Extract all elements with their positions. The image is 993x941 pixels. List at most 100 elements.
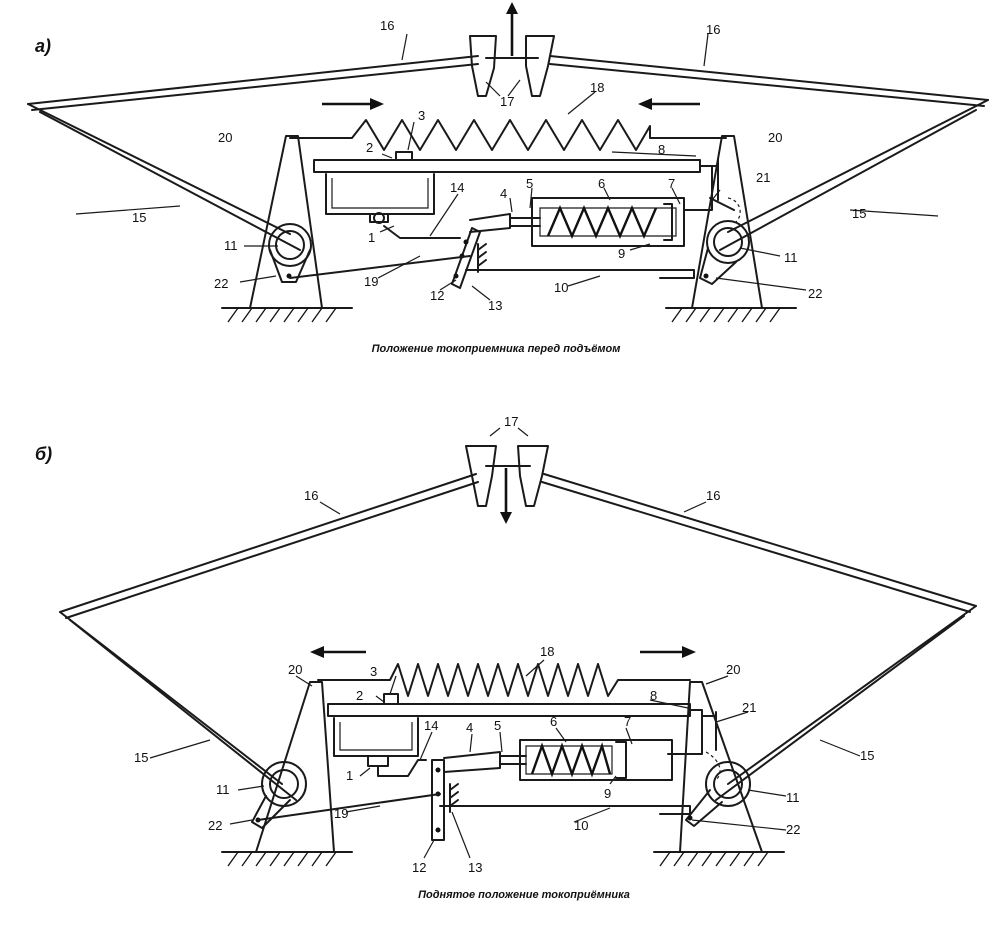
label-b-8: 8 bbox=[650, 688, 657, 703]
caption-b: Поднятое положение токоприёмника bbox=[418, 889, 630, 901]
upper-arm-left-inner bbox=[31, 63, 479, 111]
lever-right-pin bbox=[703, 273, 709, 279]
label-a-15-right: 15 bbox=[852, 206, 866, 221]
collector-shoe-right bbox=[525, 35, 555, 97]
label-b-22-right: 22 bbox=[786, 822, 800, 837]
shaft-left-inner bbox=[275, 230, 305, 260]
label-a-15-left: 15 bbox=[132, 210, 146, 225]
spring-6 bbox=[546, 204, 658, 240]
shaft-left-outer bbox=[268, 223, 312, 267]
label-a-17: 17 bbox=[500, 94, 514, 109]
up-arrow-icon bbox=[506, 2, 518, 14]
panel-label-a: а) bbox=[35, 36, 51, 56]
upper-arm-b-left-inner bbox=[65, 481, 479, 619]
lower-arm-left-inner bbox=[39, 111, 301, 251]
ground-b-right-hatch bbox=[659, 851, 769, 867]
label-b-7: 7 bbox=[624, 714, 631, 729]
reservoir-b-inner bbox=[339, 722, 413, 751]
panel-label-b: б) bbox=[35, 444, 52, 464]
collector-shoe-left bbox=[469, 35, 497, 97]
arrow-in-left-icon bbox=[370, 98, 384, 110]
label-a-1: 1 bbox=[368, 230, 375, 245]
label-a-6: 6 bbox=[598, 176, 605, 191]
lever-21 bbox=[699, 159, 735, 211]
label-a-4: 4 bbox=[500, 186, 507, 201]
rod-b-19 bbox=[257, 793, 441, 821]
label-b-2: 2 bbox=[356, 688, 363, 703]
lever-12 bbox=[451, 227, 481, 289]
label-a-7: 7 bbox=[668, 176, 675, 191]
bracket-b-13 bbox=[449, 783, 459, 813]
lower-arm-b-right-inner bbox=[69, 619, 297, 801]
label-b-16-left: 16 bbox=[304, 488, 318, 503]
shaft-b-left-outer bbox=[261, 761, 307, 807]
rod-14 bbox=[383, 225, 461, 239]
label-b-20-right: 20 bbox=[726, 662, 740, 677]
shaft-b-right-inner bbox=[713, 769, 743, 799]
stand-right bbox=[691, 135, 763, 309]
valve-3 bbox=[395, 151, 413, 161]
cylinder-inner bbox=[539, 207, 677, 237]
valve-1-box bbox=[369, 213, 389, 223]
label-a-2: 2 bbox=[366, 140, 373, 155]
valve-b-1 bbox=[367, 755, 389, 767]
rod-b-14 bbox=[377, 759, 427, 777]
lower-arm-b-right bbox=[727, 605, 977, 785]
label-a-14: 14 bbox=[450, 180, 464, 195]
label-b-1: 1 bbox=[346, 768, 353, 783]
label-b-4: 4 bbox=[466, 720, 473, 735]
lower-arm-left bbox=[27, 103, 291, 235]
label-b-20-left: 20 bbox=[288, 662, 302, 677]
label-a-22-right: 22 bbox=[808, 286, 822, 301]
rod-10 bbox=[465, 269, 695, 279]
lever-left bbox=[269, 249, 311, 283]
lever-b-21-dashed bbox=[705, 751, 721, 781]
rod-19 bbox=[289, 255, 471, 279]
rod-4 bbox=[469, 213, 511, 233]
label-a-8: 8 bbox=[658, 142, 665, 157]
upper-arm-left bbox=[27, 55, 479, 105]
label-a-22-left: 22 bbox=[214, 276, 228, 291]
valve-b-3 bbox=[383, 693, 399, 705]
leader-lines-b bbox=[149, 501, 861, 859]
valve-1 bbox=[373, 212, 385, 224]
lever-b-right-pin bbox=[687, 815, 693, 821]
ground-left-hatch bbox=[227, 307, 337, 323]
upper-arm-right bbox=[549, 55, 989, 101]
label-a-20-right: 20 bbox=[768, 130, 782, 145]
shaft-right-inner bbox=[713, 227, 743, 257]
diagram-a: а) bbox=[27, 2, 989, 355]
label-a-11-left: 11 bbox=[224, 238, 238, 253]
spring-18 bbox=[289, 119, 727, 151]
upper-arm-right-inner bbox=[549, 63, 985, 107]
stand-left bbox=[249, 135, 323, 309]
lever-b-left bbox=[251, 795, 291, 829]
label-b-22-left: 22 bbox=[208, 818, 222, 833]
pipe-plate-2 bbox=[313, 159, 701, 173]
lever-b-12-pin-top bbox=[435, 767, 441, 773]
pipe-b-8-down bbox=[667, 709, 703, 755]
spring-18-b bbox=[317, 663, 691, 697]
arrow-in-right-icon bbox=[638, 98, 652, 110]
rod-5 bbox=[509, 217, 541, 227]
label-b-6: 6 bbox=[550, 714, 557, 729]
label-b-11-right: 11 bbox=[786, 790, 800, 805]
piston-b-7 bbox=[615, 741, 627, 779]
lever-b-21 bbox=[701, 711, 717, 751]
lever-b-12-pin-bot bbox=[435, 827, 441, 833]
lever-21-dashed bbox=[727, 197, 741, 223]
caption-a: Положение токоприемника перед подъёмом bbox=[372, 343, 621, 355]
rod-b-10 bbox=[439, 805, 691, 815]
label-b-5: 5 bbox=[494, 718, 501, 733]
label-a-16-right: 16 bbox=[706, 22, 720, 37]
lever-12-pin-top bbox=[463, 239, 469, 245]
label-b-21: 21 bbox=[742, 700, 756, 715]
stand-b-left bbox=[255, 681, 335, 853]
lever-12-pin-bot bbox=[453, 273, 459, 279]
label-a-12: 12 bbox=[430, 288, 444, 303]
lower-arm-right-inner bbox=[719, 109, 977, 251]
label-a-16-left: 16 bbox=[380, 18, 394, 33]
label-b-14: 14 bbox=[424, 718, 438, 733]
label-b-17: 17 bbox=[504, 414, 518, 429]
